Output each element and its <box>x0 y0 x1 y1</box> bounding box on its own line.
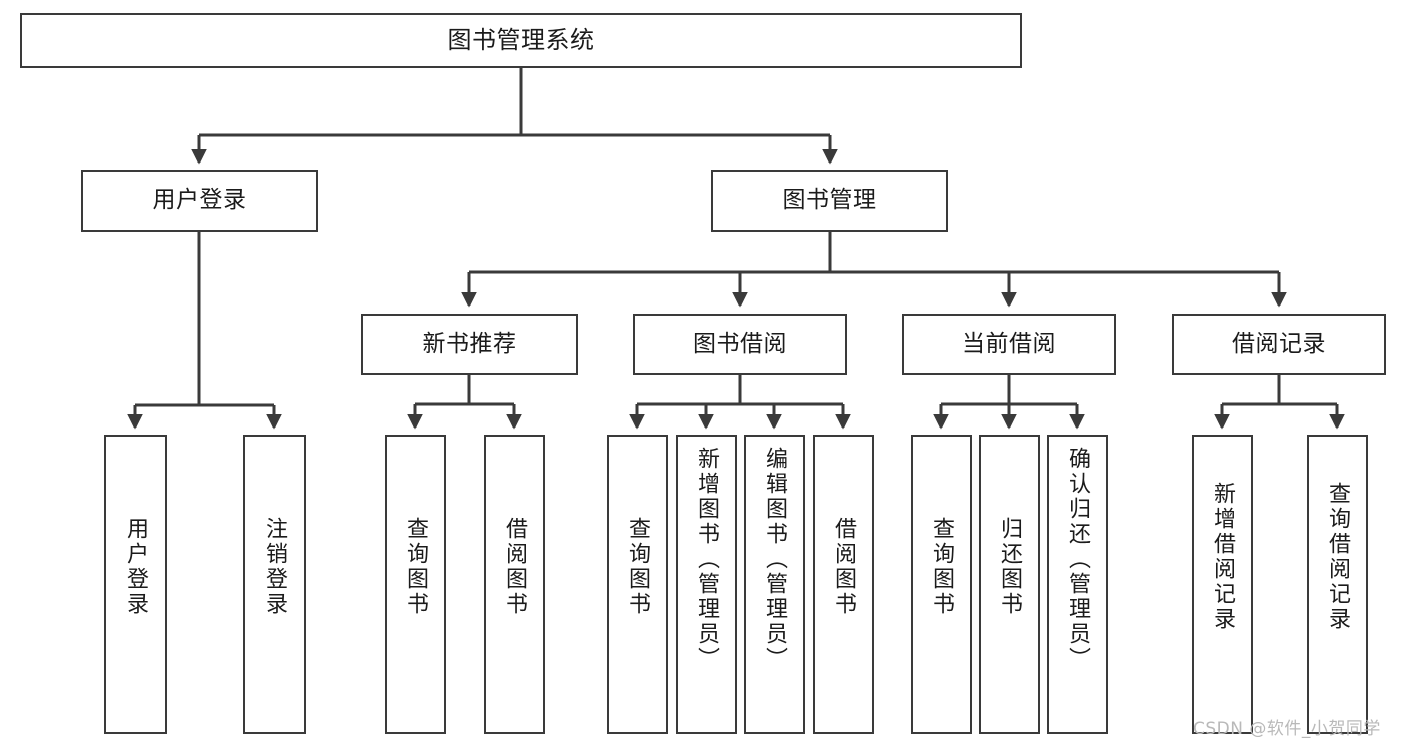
leaf-query-book-recommend-label: 查询图书 <box>403 517 429 617</box>
leaf-query-book-current-label: 查询图书 <box>929 517 955 617</box>
leaf-return-book[interactable]: 归还图书 <box>979 435 1040 734</box>
leaf-edit-book-admin[interactable]: 编辑图书（管理员） <box>744 435 805 734</box>
leaf-logout-label: 注销登录 <box>262 517 288 617</box>
leaf-add-borrow-record-label: 新增借阅记录 <box>1210 482 1236 632</box>
node-book-borrow-label: 图书借阅 <box>693 330 787 357</box>
leaf-borrow-book-label: 借阅图书 <box>831 517 857 617</box>
csdn-watermark: CSDN @软件_小贺同学 <box>1193 719 1381 739</box>
leaf-edit-book-admin-label: 编辑图书（管理员） <box>762 447 788 672</box>
node-current-borrow[interactable]: 当前借阅 <box>902 314 1116 375</box>
node-book-borrow[interactable]: 图书借阅 <box>633 314 847 375</box>
node-borrow-record[interactable]: 借阅记录 <box>1172 314 1386 375</box>
node-book-management[interactable]: 图书管理 <box>711 170 948 232</box>
node-root[interactable]: 图书管理系统 <box>20 13 1022 68</box>
node-borrow-record-label: 借阅记录 <box>1232 330 1326 357</box>
leaf-query-book-borrow[interactable]: 查询图书 <box>607 435 668 734</box>
leaf-borrow-book[interactable]: 借阅图书 <box>813 435 874 734</box>
node-book-management-label: 图书管理 <box>782 187 877 214</box>
leaf-add-book-admin-label: 新增图书（管理员） <box>694 447 720 672</box>
leaf-user-login-label: 用户登录 <box>123 517 149 617</box>
node-user-login-label: 用户登录 <box>152 187 247 214</box>
leaf-logout[interactable]: 注销登录 <box>243 435 306 734</box>
node-root-label: 图书管理系统 <box>447 26 595 55</box>
leaf-borrow-book-recommend-label: 借阅图书 <box>502 517 528 617</box>
node-user-login[interactable]: 用户登录 <box>81 170 318 232</box>
leaf-add-book-admin[interactable]: 新增图书（管理员） <box>676 435 737 734</box>
leaf-add-borrow-record[interactable]: 新增借阅记录 <box>1192 435 1253 734</box>
node-new-book-recommend[interactable]: 新书推荐 <box>361 314 578 375</box>
leaf-confirm-return-admin[interactable]: 确认归还（管理员） <box>1047 435 1108 734</box>
leaf-user-login[interactable]: 用户登录 <box>104 435 167 734</box>
leaf-return-book-label: 归还图书 <box>997 517 1023 617</box>
leaf-query-book-borrow-label: 查询图书 <box>625 517 651 617</box>
leaf-query-book-recommend[interactable]: 查询图书 <box>385 435 446 734</box>
leaf-query-borrow-record-label: 查询借阅记录 <box>1325 482 1351 632</box>
leaf-confirm-return-admin-label: 确认归还（管理员） <box>1065 447 1091 672</box>
leaf-query-borrow-record[interactable]: 查询借阅记录 <box>1307 435 1368 734</box>
node-current-borrow-label: 当前借阅 <box>962 330 1056 357</box>
node-new-book-recommend-label: 新书推荐 <box>422 330 517 357</box>
leaf-borrow-book-recommend[interactable]: 借阅图书 <box>484 435 545 734</box>
leaf-query-book-current[interactable]: 查询图书 <box>911 435 972 734</box>
